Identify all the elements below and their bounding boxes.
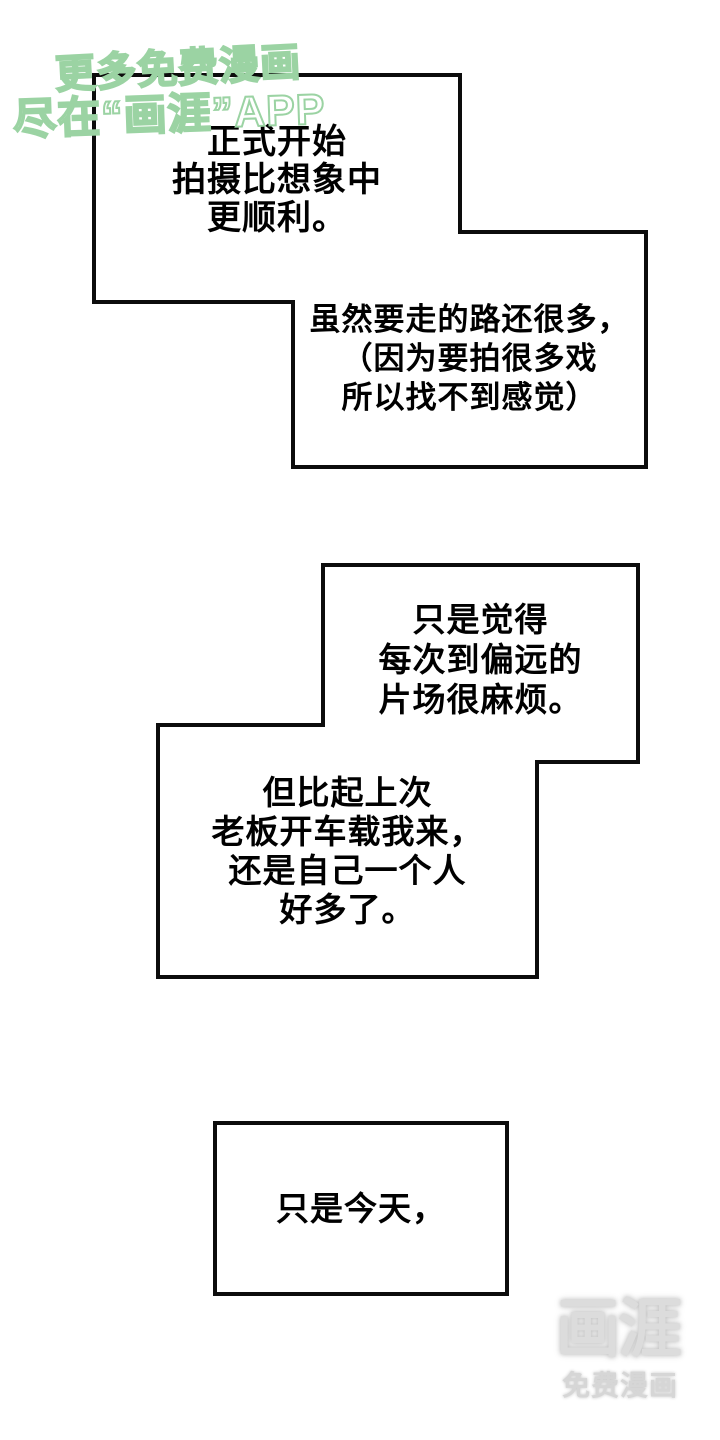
narration-text-1: 正式开始 拍摄比想象中 更顺利。 — [172, 123, 382, 237]
huaya-logo-tagline: 免费漫画 — [562, 1370, 679, 1401]
narration-box-group-1 — [92, 73, 648, 469]
narration-text-3: 只是觉得 每次到偏远的 片场很麻烦。 — [378, 601, 583, 718]
narration-box-5 — [213, 1121, 509, 1296]
narration-text-4: 但比起上次 老板开车载我来， 还是自己一个人 好多了。 — [211, 774, 484, 928]
narration-text-2: 虽然要走的路还很多， （因为要拍很多戏 所以找不到感觉） — [309, 302, 630, 415]
narration-text-5: 只是今天， — [276, 1190, 446, 1227]
app-watermark-line-2: 尽在“画涯”APP — [11, 85, 327, 146]
huaya-logo: 画涯 — [556, 1293, 682, 1365]
narration-box-group-2 — [156, 563, 640, 979]
